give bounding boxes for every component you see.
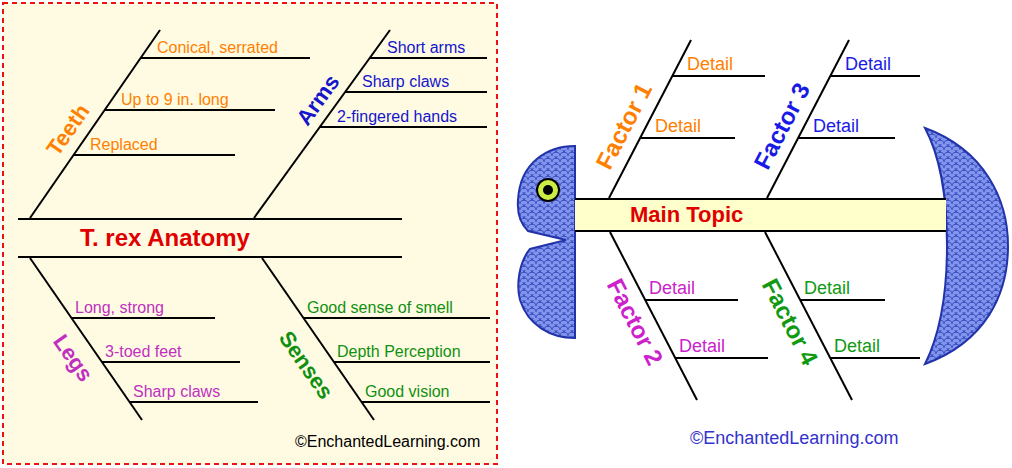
bone-label: Senses [274, 326, 339, 404]
detail-line [74, 154, 235, 156]
detail-text: Detail [813, 116, 859, 137]
detail-text: Detail [804, 278, 850, 299]
fish-head [518, 146, 575, 338]
detail-text: Up to 9 in. long [121, 91, 229, 109]
panel-background [3, 3, 497, 464]
detail-line [345, 91, 487, 93]
detail-text: Long, strong [75, 299, 164, 317]
detail-text: Sharp claws [133, 383, 220, 401]
main-topic-bar: Main Topic [575, 198, 946, 232]
bone-label: Factor 3 [748, 78, 815, 174]
bone-line [30, 30, 160, 218]
bone-line [262, 258, 374, 420]
node-title: Main Topic [630, 200, 743, 230]
detail-line [105, 109, 275, 111]
copyright-notice: ©EnchantedLearning.com [295, 433, 480, 451]
detail-line [798, 137, 895, 139]
detail-line [370, 57, 487, 59]
detail-text: Detail [649, 278, 695, 299]
detail-text: Good sense of smell [307, 299, 453, 317]
detail-line [831, 357, 920, 359]
spine-band: T. rex Anatomy [18, 218, 402, 258]
detail-line [320, 126, 487, 128]
detail-text: 2-fingered hands [337, 108, 457, 126]
detail-line [672, 75, 765, 77]
detail-line [71, 317, 215, 319]
detail-text: Detail [845, 54, 891, 75]
detail-line [830, 75, 920, 77]
bone-line [30, 258, 142, 420]
detail-text: Good vision [365, 383, 450, 401]
detail-line [129, 401, 258, 403]
detail-text: Replaced [90, 136, 158, 154]
copyright-notice: ©EnchantedLearning.com [690, 428, 898, 449]
bone-label: Arms [291, 70, 345, 130]
detail-line [645, 299, 738, 301]
node-title: T. rex Anatomy [80, 220, 250, 256]
detail-line [640, 137, 735, 139]
detail-text: Detail [679, 336, 725, 357]
detail-line [361, 401, 490, 403]
detail-text: Short arms [387, 39, 465, 57]
detail-line [334, 361, 490, 363]
fish-pupil [543, 185, 553, 195]
bone-label: Legs [48, 330, 98, 387]
detail-text: Depth Perception [337, 343, 461, 361]
detail-line [141, 57, 310, 59]
detail-text: Conical, serrated [157, 39, 278, 57]
detail-line [303, 317, 490, 319]
bone-label: Teeth [41, 99, 94, 160]
bone-label: Factor 1 [590, 78, 657, 174]
detail-line [102, 361, 240, 363]
detail-text: Detail [687, 54, 733, 75]
detail-line [800, 299, 885, 301]
fish-eye [537, 179, 559, 201]
detail-text: 3-toed feet [105, 343, 182, 361]
detail-text: Sharp claws [362, 73, 449, 91]
detail-text: Detail [834, 336, 880, 357]
detail-text: Detail [655, 116, 701, 137]
detail-line [676, 357, 768, 359]
fish-tail [925, 128, 1008, 364]
